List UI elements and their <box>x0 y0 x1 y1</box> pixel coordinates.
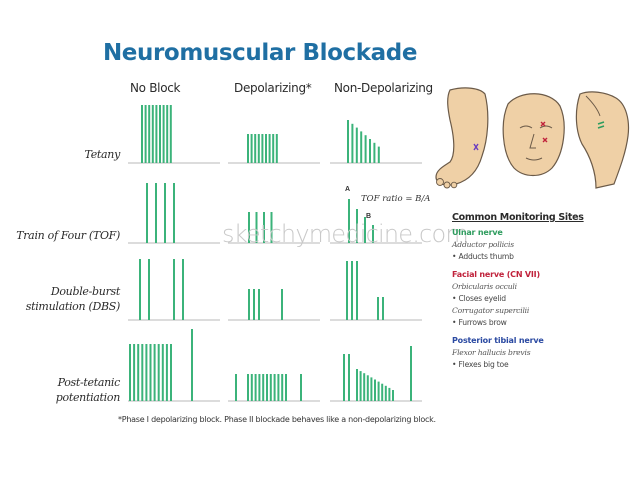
monitoring-sites-heading: Common Monitoring Sites <box>452 212 584 223</box>
hand-wrist-icon <box>575 91 630 189</box>
muscle-name: Adductor pollicis <box>452 240 514 249</box>
nerve-name: Posterior tibial nerve <box>452 336 544 345</box>
row-label-tof: Train of Four (TOF) <box>16 229 120 242</box>
row-label-dbs: Double-burst stimulation (DBS) <box>25 285 121 313</box>
nerve-name: Facial nerve (CN VII) <box>452 270 540 279</box>
muscle-name: Flexor hallucis brevis <box>452 348 531 357</box>
column-header-no-block: No Block <box>130 81 181 95</box>
face-icon <box>502 93 565 177</box>
muscle-action: • Flexes big toe <box>452 360 509 369</box>
tof-point-b-label: B <box>366 213 372 220</box>
monitoring-site: Facial nerve (CN VII) Orbicularis occuli •… <box>452 269 632 329</box>
page-title: Neuromuscular Blockade <box>102 40 418 66</box>
tof-point-a-label: A <box>345 186 351 193</box>
muscle-name: Corrugator supercilii <box>452 306 530 315</box>
column-header-non-depolarizing: Non-Depolarizing <box>334 81 433 95</box>
row-label-tetany: Tetany <box>84 148 121 161</box>
footnote: *Phase I depolarizing block. Phase II bl… <box>118 415 436 424</box>
muscle-action: • Closes eyelid <box>452 294 506 303</box>
nerve-name: Ulnar nerve <box>452 228 503 237</box>
muscle-action: • Adducts thumb <box>452 252 514 261</box>
tof-ratio-label: TOF ratio = B/A <box>361 194 431 204</box>
row-label-ptp: Post-tetanic potentiation <box>55 376 121 404</box>
muscle-action: • Furrows brow <box>452 318 507 327</box>
muscle-name: Orbicularis occuli <box>452 282 517 291</box>
foot-icon <box>435 87 489 189</box>
monitoring-sites-illustration <box>435 87 630 189</box>
column-header-depolarizing: Depolarizing* <box>234 81 312 95</box>
watermark: sketchymedicine.com <box>222 220 469 248</box>
